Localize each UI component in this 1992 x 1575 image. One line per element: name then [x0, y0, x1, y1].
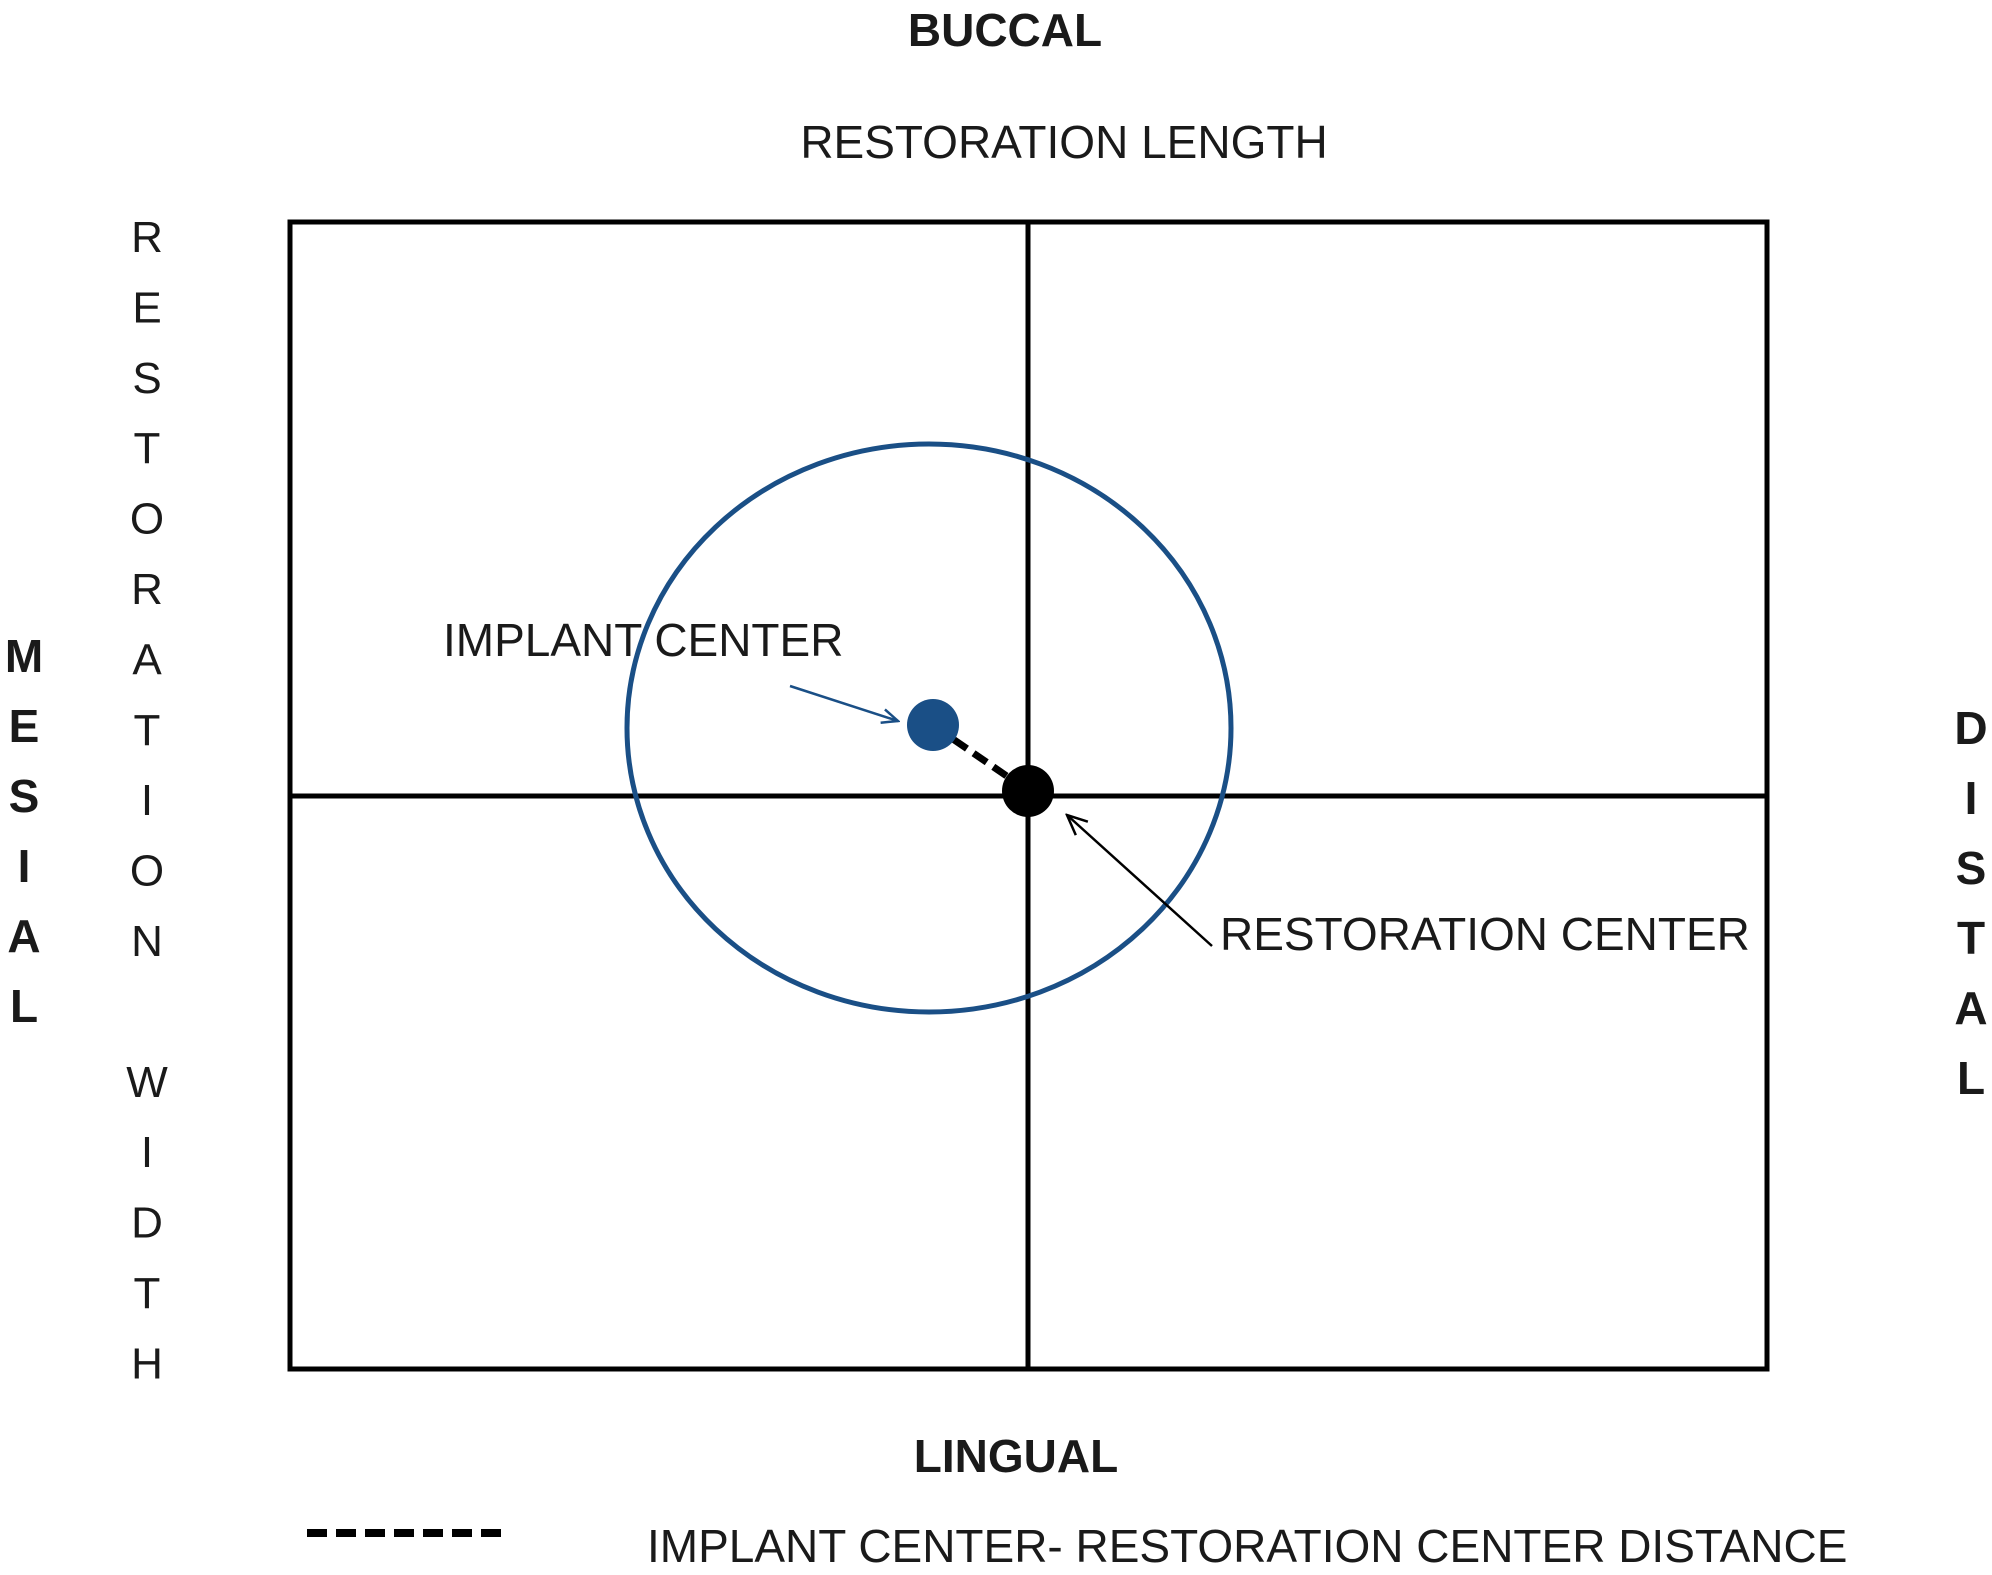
restoration-width-label-letter: R — [131, 213, 163, 262]
mesial-label-letter: E — [9, 700, 40, 752]
distal-label-letter: D — [1954, 702, 1987, 754]
restoration-center-arrow — [1067, 815, 1213, 947]
restoration-length-label: RESTORATION LENGTH — [800, 116, 1327, 168]
implant-center-dot — [907, 699, 959, 751]
mesial-label-letter: S — [9, 770, 40, 822]
restoration-width-label-letter: T — [134, 706, 161, 755]
implant-center-label: IMPLANT CENTER — [443, 614, 843, 666]
mesial-label-letter: A — [7, 910, 40, 962]
restoration-center-dot — [1002, 765, 1054, 817]
distal-label-letter: T — [1957, 912, 1985, 964]
restoration-width-label-letter: O — [130, 495, 164, 544]
restoration-width-label-letter: E — [132, 283, 161, 332]
lingual-label: LINGUAL — [914, 1430, 1118, 1482]
restoration-width-label-letter: D — [131, 1199, 163, 1248]
mesial-label-letter: L — [10, 980, 38, 1032]
restoration-center-label: RESTORATION CENTER — [1220, 908, 1750, 960]
restoration-width-label-letter: O — [130, 847, 164, 896]
center-distance-line — [932, 723, 1029, 793]
restoration-width-label-letter: I — [141, 1128, 153, 1177]
restoration-width-label-letter: T — [134, 1269, 161, 1318]
restoration-width-label-letter: R — [131, 565, 163, 614]
restoration-width-label-letter: I — [141, 776, 153, 825]
restoration-width-label-letter: H — [131, 1339, 163, 1388]
mesial-label-letter: I — [18, 840, 31, 892]
legend-distance-label: IMPLANT CENTER- RESTORATION CENTER DISTA… — [647, 1520, 1847, 1572]
restoration-width-label-letter: T — [134, 424, 161, 473]
implant-center-arrow — [789, 684, 898, 721]
distal-label-letter: A — [1954, 982, 1987, 1034]
restoration-width-label-letter: A — [132, 635, 162, 684]
buccal-label: BUCCAL — [908, 4, 1102, 56]
mesial-label-letter: M — [5, 630, 43, 682]
restoration-width-label-letter: W — [126, 1058, 168, 1107]
distal-label-letter: L — [1957, 1052, 1985, 1104]
distal-label-letter: S — [1956, 842, 1987, 894]
restoration-width-label-letter: S — [132, 354, 161, 403]
distal-label-letter: I — [1965, 772, 1978, 824]
implant-circle — [624, 441, 1234, 1015]
restoration-width-label-letter: N — [131, 917, 163, 966]
